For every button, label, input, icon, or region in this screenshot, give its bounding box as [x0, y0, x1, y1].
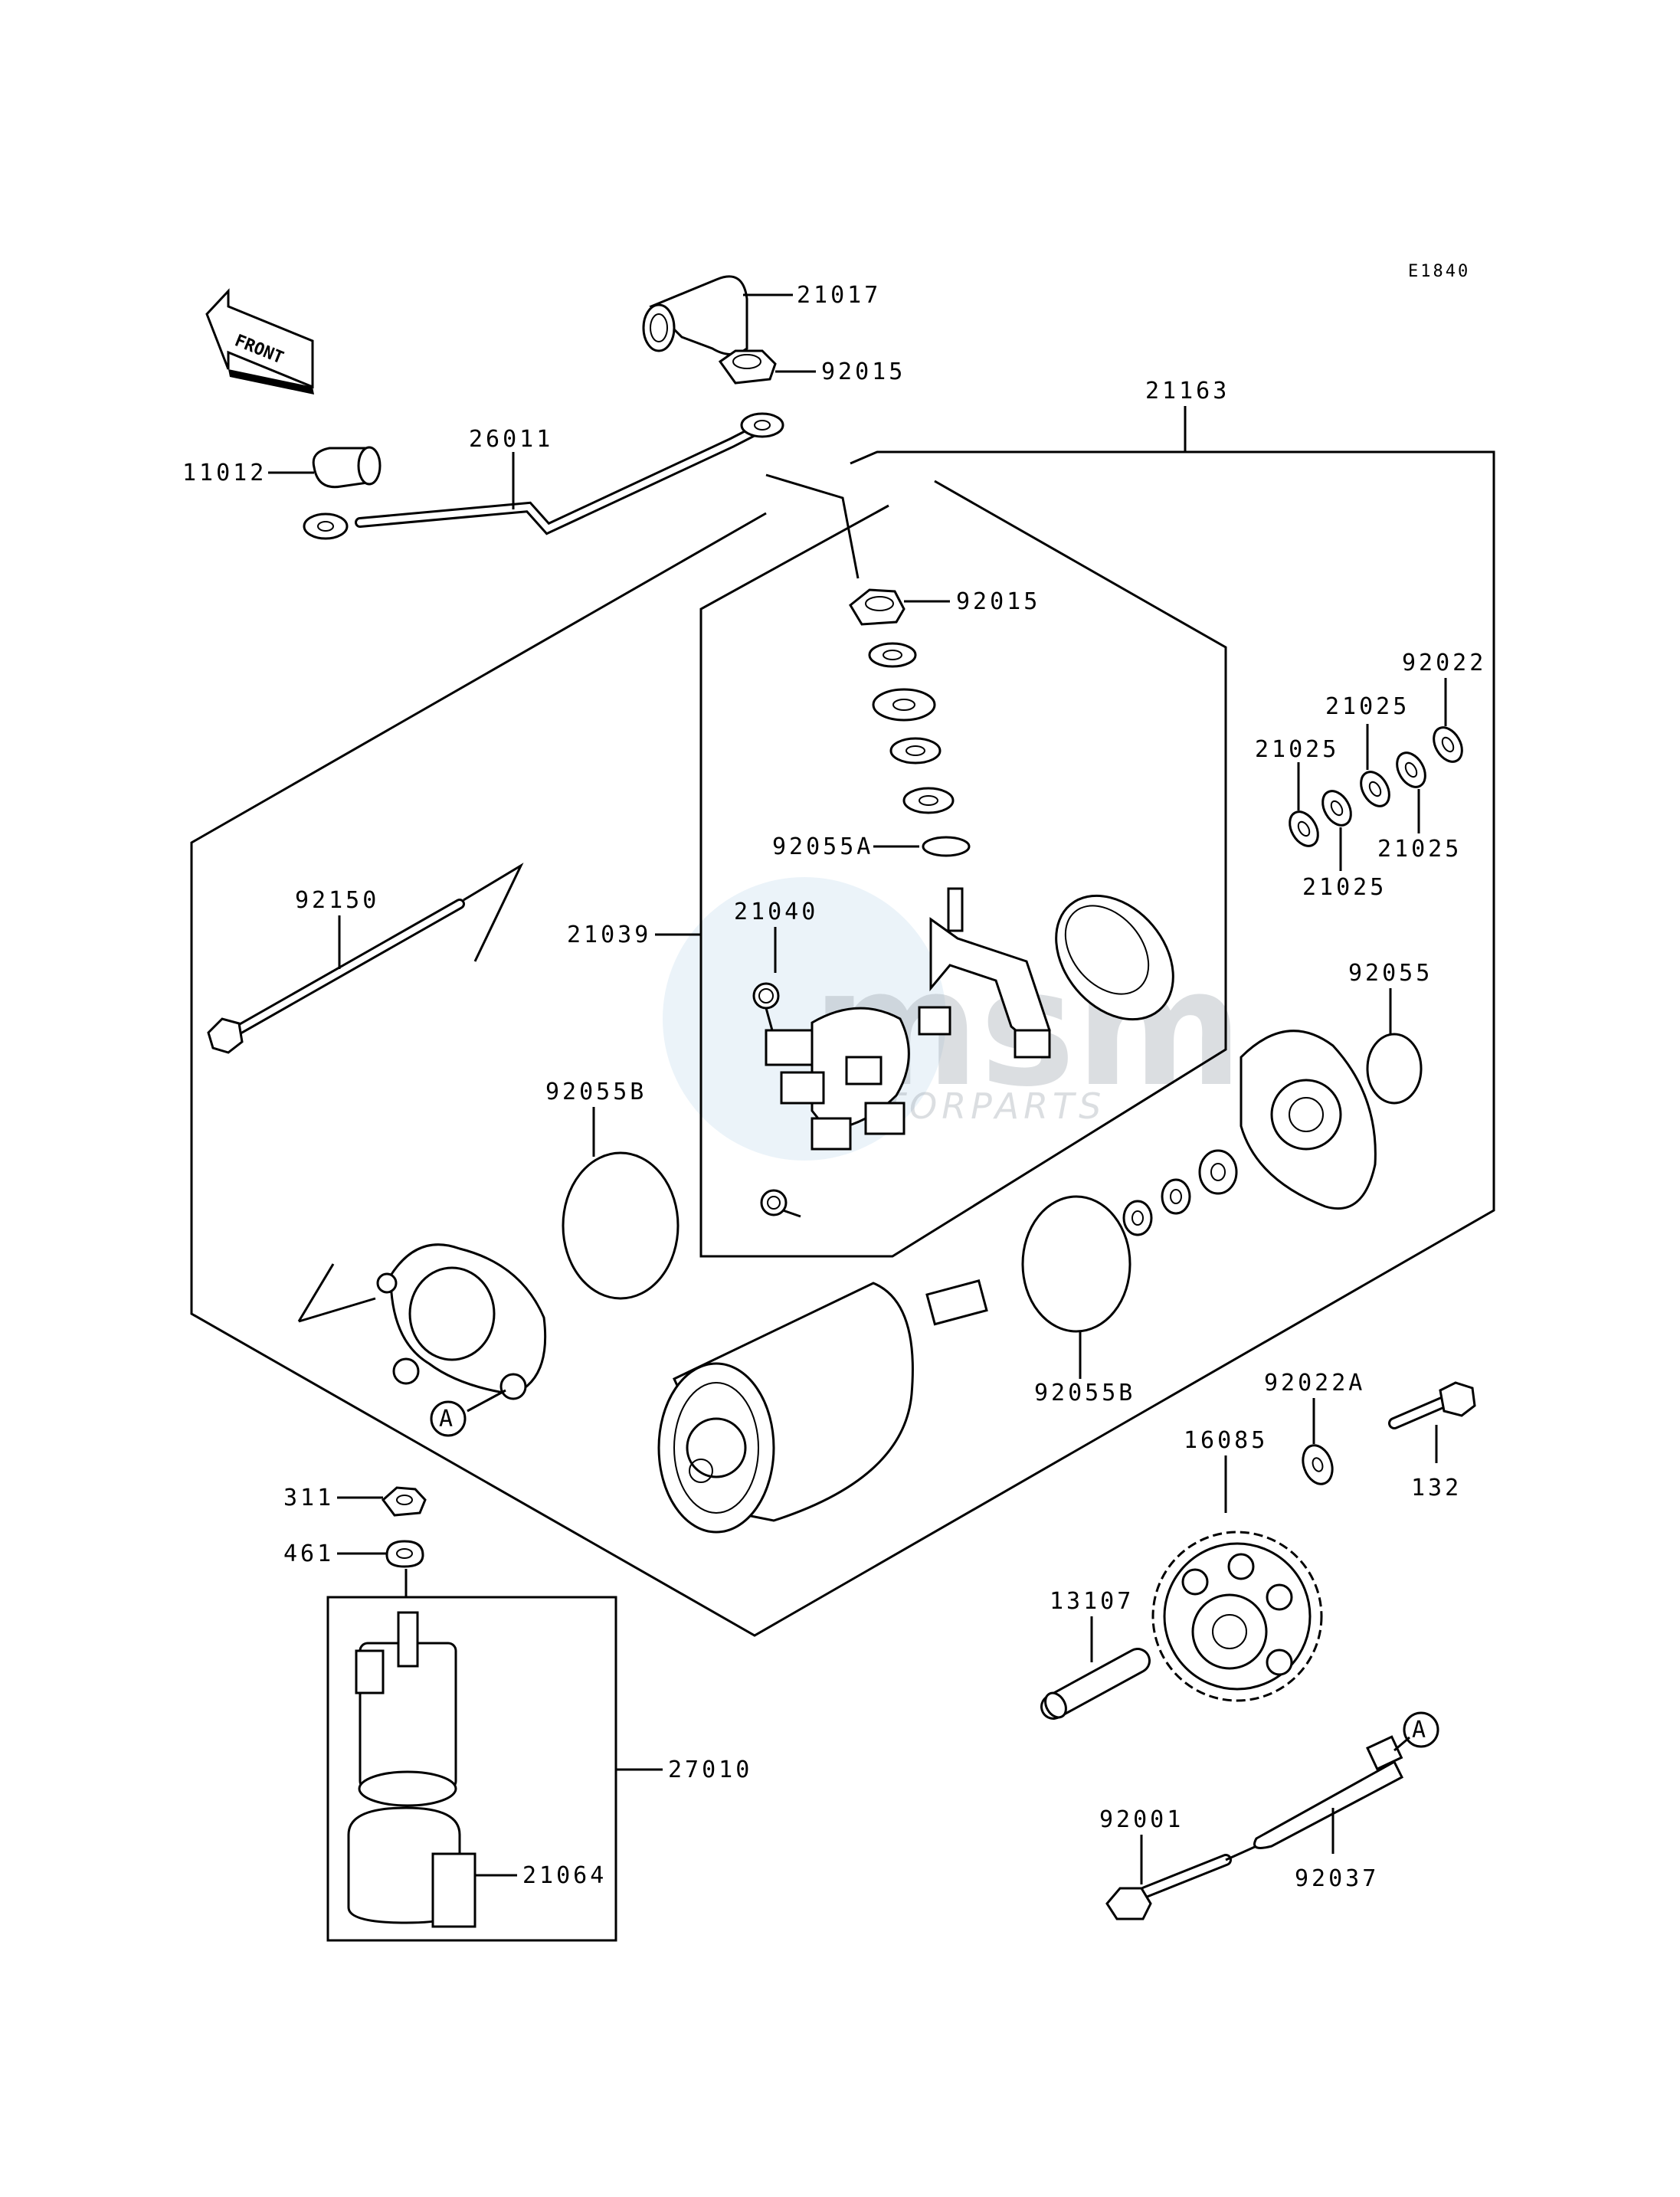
callout-92022A: 92022A	[1264, 1370, 1365, 1396]
nut-92015-mid	[849, 588, 905, 626]
callout-92150: 92150	[295, 887, 379, 914]
washers-21025-92022	[1289, 726, 1463, 847]
yoke-cover-ring	[1055, 894, 1174, 1021]
callout-461: 461	[283, 1541, 334, 1567]
motor-yoke	[657, 1279, 988, 1534]
callout-92055B-left: 92055B	[545, 1079, 647, 1105]
bolt-92001	[1105, 1854, 1232, 1920]
callout-311: 311	[283, 1485, 334, 1511]
callout-21025-d: 21025	[1302, 874, 1387, 901]
ref-a-left: A	[439, 1406, 456, 1432]
callout-92055B-right: 92055B	[1034, 1380, 1135, 1406]
o-ring-92055	[1366, 1033, 1423, 1105]
callout-27010: 27010	[668, 1757, 752, 1783]
brush-holder-box	[699, 480, 1227, 1258]
callout-92037: 92037	[1295, 1865, 1379, 1892]
terminal-cap-21017	[642, 275, 748, 355]
shim-washers	[1122, 1149, 1238, 1236]
ref-a-right: A	[1412, 1717, 1429, 1744]
front-cover-left	[376, 1243, 547, 1400]
spring-21040	[752, 982, 801, 1218]
o-ring-92055B-right	[1021, 1195, 1131, 1333]
o-ring-92055A	[922, 836, 971, 857]
callout-21025-b: 21025	[1255, 736, 1339, 763]
callout-92022: 92022	[1402, 650, 1486, 676]
assembly-outline-21163	[190, 450, 1495, 1637]
callout-21163: 21163	[1145, 378, 1230, 404]
nut-92015-top	[718, 349, 777, 385]
ref-circle-a-right	[1403, 1711, 1439, 1748]
callout-21064: 21064	[522, 1862, 607, 1889]
callout-132: 132	[1411, 1475, 1462, 1501]
idle-gear-16085	[1151, 1531, 1323, 1702]
callout-92055: 92055	[1348, 960, 1433, 987]
callout-92015-mid: 92015	[956, 588, 1040, 615]
ref-circle-a-left	[430, 1400, 467, 1437]
bolt-132	[1388, 1381, 1476, 1429]
shaft-pin-13107	[1040, 1648, 1151, 1720]
brush-holder-21039	[765, 1007, 910, 1151]
callout-21017: 21017	[797, 282, 881, 309]
callout-92055A: 92055A	[772, 833, 873, 860]
callout-21040: 21040	[734, 899, 818, 925]
diagram-code: E1840	[1408, 262, 1470, 281]
starter-relay	[355, 1611, 457, 1807]
lock-washer-461	[385, 1540, 424, 1568]
callout-26011: 26011	[469, 426, 553, 453]
starter-cable-26011	[303, 412, 784, 540]
callout-21039: 21039	[567, 922, 651, 948]
plate-92037	[1253, 1735, 1403, 1849]
callout-11012: 11012	[182, 460, 267, 486]
through-bolt-92150	[207, 899, 465, 1054]
callout-92015-top: 92015	[821, 359, 905, 385]
relay-cover-21064	[347, 1806, 476, 1928]
callout-21025-a: 21025	[1325, 693, 1410, 720]
callout-92001: 92001	[1099, 1806, 1184, 1833]
o-ring-92055B-left	[562, 1151, 680, 1300]
callout-21025-c: 21025	[1377, 836, 1462, 863]
brush-plate	[918, 887, 1051, 1059]
callout-13107: 13107	[1050, 1588, 1134, 1615]
front-arrow-icon: FRONT	[205, 288, 314, 395]
nut-311	[381, 1486, 427, 1517]
callout-16085: 16085	[1184, 1427, 1268, 1454]
washer-92022A	[1302, 1444, 1334, 1485]
terminal-cap-11012	[312, 446, 382, 489]
washer-stack	[868, 642, 955, 814]
end-cover-right	[1240, 1030, 1377, 1210]
